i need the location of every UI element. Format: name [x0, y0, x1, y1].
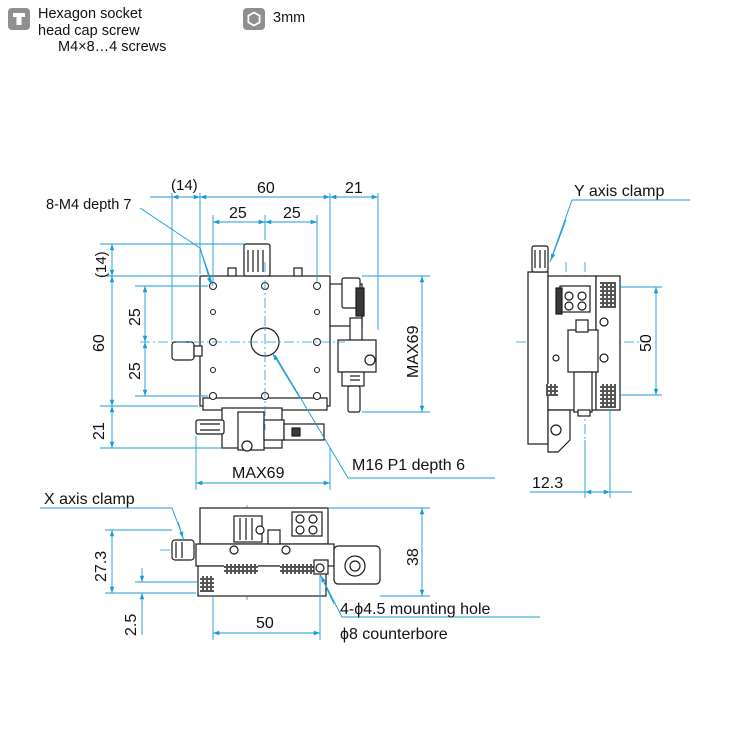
side-view-dimensions [530, 199, 690, 498]
counterbore-label: ϕ8 counterbore [340, 626, 448, 643]
dim-27-3: 27.3 [93, 551, 110, 582]
dim-25-left-b: 25 [127, 362, 144, 380]
hex-socket-screw-icon [8, 8, 30, 30]
dim-60-left: 60 [91, 334, 108, 352]
screw-line-3: M4×8…4 screws [58, 39, 167, 55]
x-clamp-label: X axis clamp [44, 491, 135, 508]
dim-25-left-a: 25 [127, 308, 144, 326]
dim-21-left: 21 [91, 422, 108, 440]
dim-50-side: 50 [638, 334, 655, 352]
mounting-hole-label: 4-ϕ4.5 mounting hole [340, 601, 490, 618]
front-view [171, 507, 381, 597]
dim-14-top: (14) [171, 177, 198, 194]
top-view [171, 243, 377, 452]
dim-21-top: 21 [345, 180, 363, 197]
front-view-dimensions [40, 507, 540, 640]
dim-max69-right: MAX69 [405, 325, 422, 378]
hex-key-icon [243, 8, 265, 30]
dim-14-left: (14) [93, 251, 110, 278]
dim-max69-bottom: MAX69 [232, 465, 285, 482]
dim-2-5: 2.5 [123, 614, 140, 636]
dim-60-top: 60 [257, 180, 275, 197]
dim-38: 38 [405, 548, 422, 566]
top-view-dimensions [100, 193, 495, 490]
dim-12-3: 12.3 [532, 475, 563, 492]
tapped-holes-label: 8-M4 depth 7 [46, 197, 131, 213]
hex-key-size: 3mm [273, 10, 306, 26]
legend-screw: Hexagon socket head cap screw M4×8…4 scr… [8, 6, 166, 56]
legend-hex-key: 3mm [243, 6, 305, 30]
side-view [527, 245, 621, 453]
y-clamp-label: Y axis clamp [574, 183, 665, 200]
dim-50-front: 50 [256, 615, 274, 632]
center-hole-label: M16 P1 depth 6 [352, 457, 465, 474]
dim-25-b: 25 [283, 205, 301, 222]
x-clamp-knob [171, 341, 195, 361]
screw-line-2: head cap screw [38, 22, 140, 39]
dim-25-a: 25 [229, 205, 247, 222]
screw-line-1: Hexagon socket [38, 6, 142, 22]
